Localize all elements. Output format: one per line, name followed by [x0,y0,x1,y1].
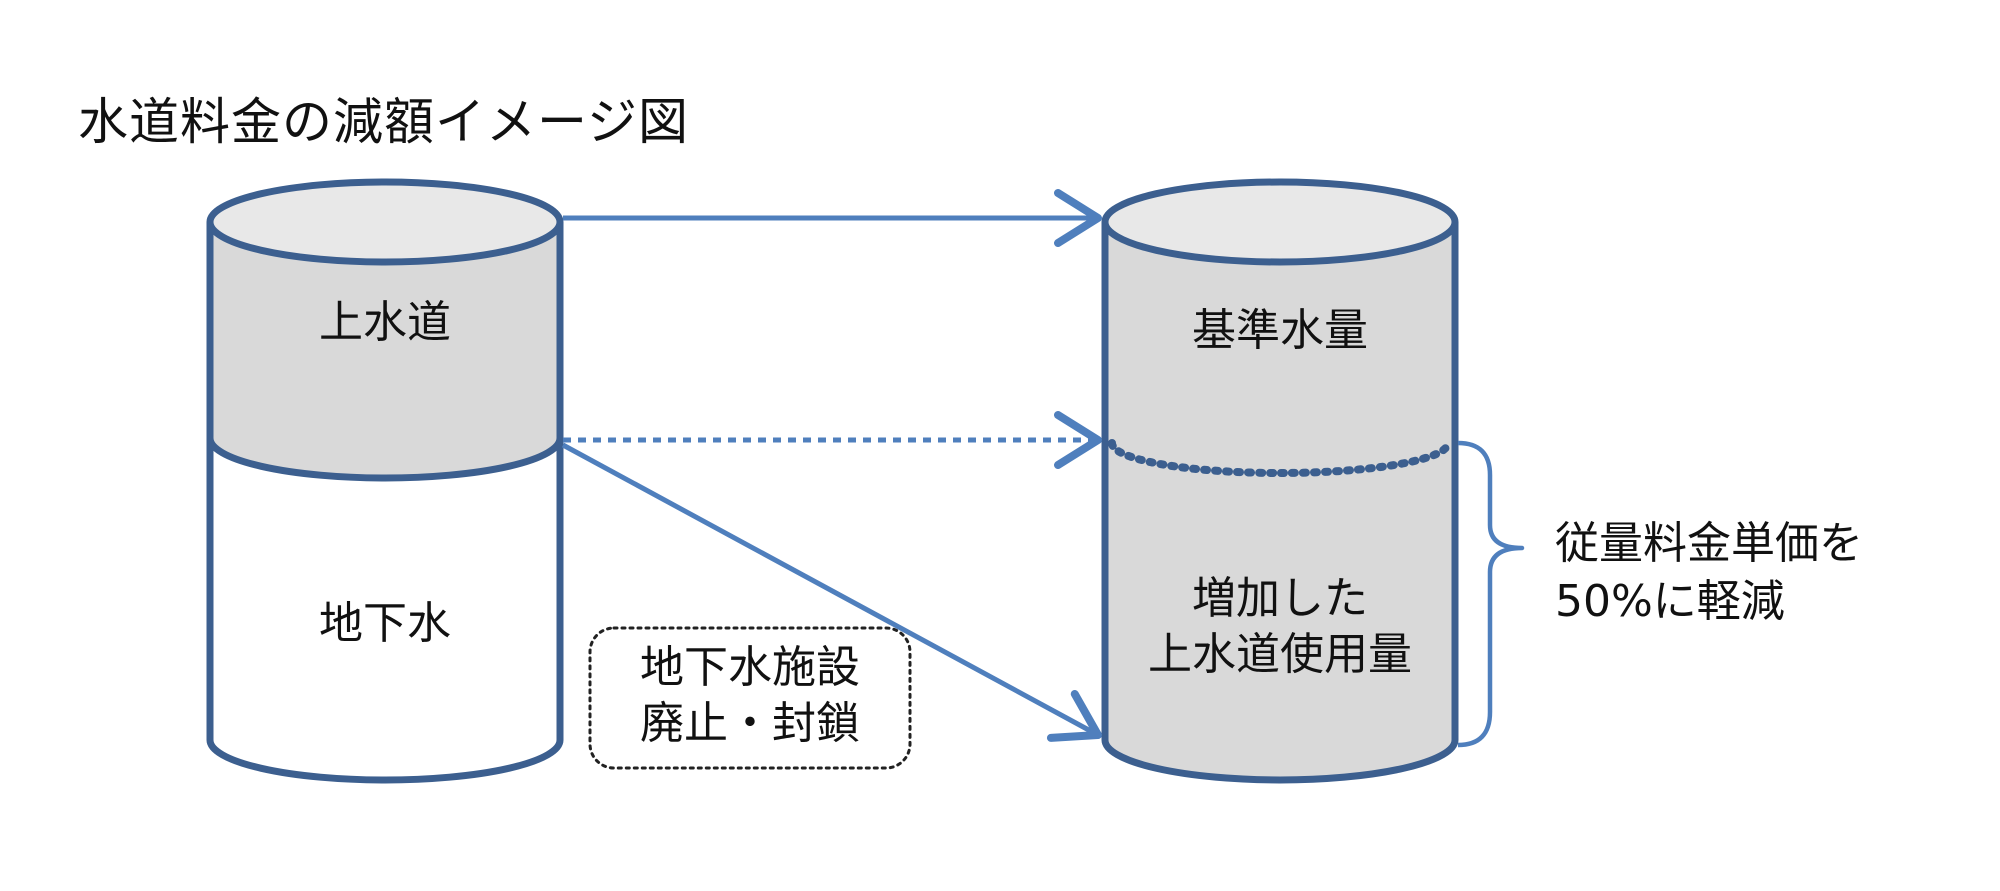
right-cylinder [1101,178,1459,784]
right-bottom-label-line2: 上水道使用量 [1148,629,1412,680]
right-bottom-label: 増加した 上水道使用量 [1110,571,1450,683]
left-cylinder-top-section [210,222,560,478]
left-bottom-label: 地下水 [319,598,451,649]
facility-note: 地下水施設 廃止・封鎖 [600,640,900,752]
left-cylinder-bottom-section [210,438,560,780]
right-brace [1457,440,1525,748]
rate-note: 従量料金単価を 50%に軽減 [1555,515,1863,631]
rate-note-line2: 50%に軽減 [1555,576,1785,627]
left-cylinder-lid [206,178,564,266]
facility-note-line2: 廃止・封鎖 [640,698,860,749]
page-title: 水道料金の減額イメージ図 [78,93,689,151]
left-top-label: 上水道 [319,297,451,348]
diagonal-arrow [561,442,1102,742]
left-cylinder [206,178,564,784]
right-top-label: 基準水量 [1192,305,1368,356]
right-cylinder-dotted-divider [1108,439,1452,477]
arrows [561,189,1102,742]
right-bottom-label-line1: 増加した [1192,573,1368,624]
right-cylinder-body [1105,222,1455,780]
facility-note-box [588,626,912,770]
rate-note-line1: 従量料金単価を [1555,518,1863,569]
facility-note-line1: 地下水施設 [640,642,860,693]
right-cylinder-lid [1101,178,1459,266]
left-cylinder-divider [206,437,564,482]
